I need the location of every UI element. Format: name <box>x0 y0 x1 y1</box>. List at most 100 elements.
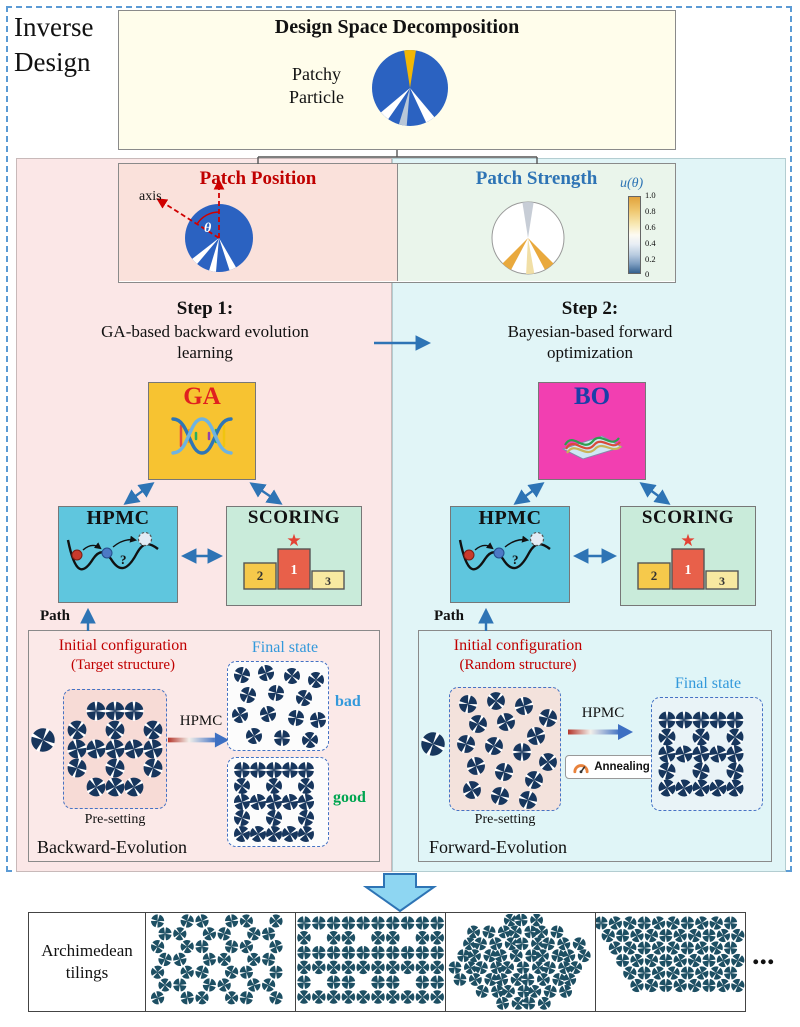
patchy-particle <box>265 761 283 779</box>
tiling-cell-snub <box>445 913 595 1011</box>
patchy-particle <box>723 759 747 783</box>
patchy-particle <box>370 915 386 931</box>
patchy-particle <box>215 924 234 943</box>
patch-strength-pie-icon <box>491 201 565 275</box>
tiling-cell-square <box>295 913 445 1011</box>
patchy-particle <box>82 773 110 801</box>
colorbar-tick: 0.4 <box>645 237 656 248</box>
patchy-particle <box>247 791 269 813</box>
patchy-particle <box>370 975 386 990</box>
patchy-particle <box>140 755 166 781</box>
forward-initial-config-label: Initial configuration <box>453 637 583 654</box>
patchy-particle <box>412 957 433 978</box>
patchy-particle <box>702 953 716 968</box>
scoring-label: SCORING <box>247 507 341 528</box>
patchy-particle <box>101 773 129 801</box>
patchy-particle <box>263 807 285 829</box>
patchy-particle <box>465 711 491 737</box>
podium-rank-2: 2 <box>257 568 264 583</box>
ellipsis-more: ... <box>752 938 775 971</box>
step2-title: Step 2: <box>561 298 619 319</box>
patchy-particle <box>415 915 430 931</box>
patch-position-box: axis θ Patch Position <box>119 164 397 281</box>
patchy-particle <box>463 753 489 779</box>
colorbar-ticks: 1.0 0.8 0.6 0.4 0.2 0 <box>645 191 656 279</box>
hpmc-label: HPMC <box>478 507 542 529</box>
archimedean-tilings-label: Archimedean tilings <box>41 940 133 982</box>
patchy-particle <box>286 708 306 728</box>
patchy-particle <box>420 731 446 757</box>
patchy-particle <box>121 736 147 762</box>
patchy-particle <box>269 965 283 980</box>
patchy-particle <box>400 915 415 931</box>
patchy-particle <box>459 777 485 803</box>
backward-preset-box <box>63 689 167 809</box>
patchy-particle <box>195 939 209 954</box>
patchy-particle <box>549 923 565 940</box>
patchy-particle <box>723 742 747 766</box>
podium-rank-3: 3 <box>719 574 725 588</box>
patchy-particle <box>105 701 125 721</box>
patchy-particle <box>323 927 344 948</box>
u-theta-label: u(θ) <box>620 176 644 191</box>
patchy-particle <box>521 996 536 1010</box>
hpmc-well-icon: ? <box>66 531 159 571</box>
patchy-particle <box>521 767 547 793</box>
patchy-particle <box>201 951 218 968</box>
annealing-gauge-icon <box>573 763 589 773</box>
dna-icon <box>171 417 233 455</box>
patchy-particle <box>412 986 433 1008</box>
forward-random-structure-label: (Random structure) <box>459 657 577 673</box>
patchy-particle <box>341 945 356 960</box>
hpmc-box-right: HPMC ? <box>450 506 570 603</box>
bad-label: bad <box>335 693 361 710</box>
patchy-particle <box>356 915 371 931</box>
patchy-particle <box>296 945 312 960</box>
patchy-particle <box>655 759 679 783</box>
random-structure-cluster <box>453 688 560 810</box>
patchy-particle <box>296 927 315 948</box>
patchy-particle <box>535 705 560 731</box>
patchy-particle <box>338 927 359 948</box>
patchy-particle <box>260 951 277 968</box>
down-arrow <box>362 873 438 913</box>
patchy-particle <box>415 945 430 960</box>
patchy-particle <box>367 927 389 948</box>
patchy-particle <box>266 683 286 703</box>
patchy-particle <box>382 957 403 978</box>
patchy-particle <box>64 755 90 781</box>
patchy-particle <box>263 791 285 813</box>
patchy-particle <box>124 701 144 721</box>
forward-evolution-title: Forward-Evolution <box>429 837 567 857</box>
honeycomb-tiling-graphic <box>147 914 286 1008</box>
patchy-particle <box>102 755 128 781</box>
ga-box: GA <box>148 382 256 480</box>
patchy-particle <box>149 914 166 930</box>
patchy-particle <box>680 966 695 980</box>
backward-bad-state-box <box>227 661 329 751</box>
patchy-particle <box>382 986 403 1008</box>
backward-initial-config-label: Initial configuration <box>58 637 188 654</box>
bo-label: BO <box>573 383 611 410</box>
patchy-particle <box>308 957 329 978</box>
patchy-particle <box>223 914 240 930</box>
backward-final-state-label: Final state <box>251 639 319 656</box>
patchy-particle <box>672 742 696 766</box>
patchy-particle <box>341 975 356 990</box>
scoring-label: SCORING <box>641 507 735 528</box>
patchy-particle <box>447 960 463 975</box>
patchy-particle <box>658 978 673 993</box>
patchy-particle <box>257 703 279 725</box>
patchy-particle <box>64 736 90 762</box>
patchy-particle <box>726 711 744 729</box>
patch-strength-title: Patch Strength <box>475 168 598 189</box>
patchy-particle <box>709 711 727 729</box>
seed-particle-icon <box>420 731 446 757</box>
patchy-particle <box>30 727 56 753</box>
patchy-particle <box>172 978 187 992</box>
forward-preset-box <box>449 687 561 811</box>
patchy-particle <box>238 964 255 981</box>
patchy-particle <box>249 761 267 779</box>
patchy-particle <box>233 761 251 779</box>
patchy-particle <box>516 960 530 975</box>
